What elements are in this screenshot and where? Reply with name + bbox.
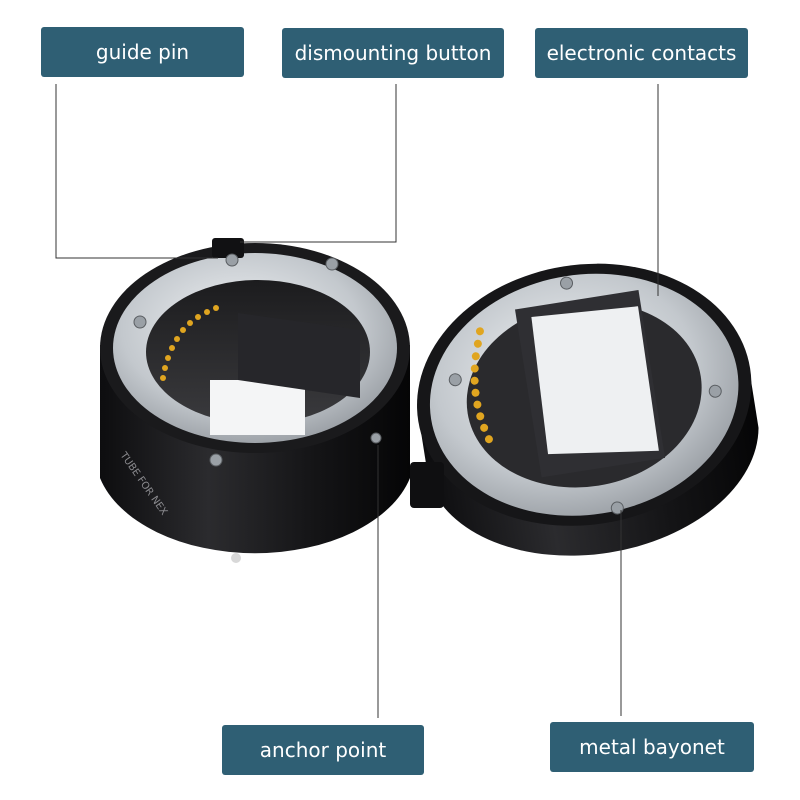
electronic-contacts-label: electronic contacts xyxy=(535,28,748,78)
left-mount-screws xyxy=(133,253,382,467)
right-mount-screws xyxy=(448,276,722,515)
leader-lines xyxy=(55,84,659,718)
right-extension-tube xyxy=(417,263,759,556)
anchor-point-label: anchor point xyxy=(222,725,424,775)
right-tube-window xyxy=(531,306,659,455)
left-contact-pins xyxy=(160,305,219,381)
left-extension-tube: TUBE FOR NEX xyxy=(100,238,410,563)
dismount-button-housing xyxy=(410,462,444,508)
left-index-dot xyxy=(231,553,241,563)
left-inner-baffle xyxy=(238,313,360,398)
right-contact-pins xyxy=(470,327,493,444)
guide-pin-latch xyxy=(212,238,244,258)
metal-bayonet-label: metal bayonet xyxy=(550,722,754,772)
leader-dismounting-button xyxy=(240,84,397,243)
leader-guide-pin xyxy=(55,84,218,259)
dismounting-button-label: dismounting button xyxy=(282,28,504,78)
left-tube-window xyxy=(210,380,305,435)
guide-pin-label: guide pin xyxy=(41,27,244,77)
